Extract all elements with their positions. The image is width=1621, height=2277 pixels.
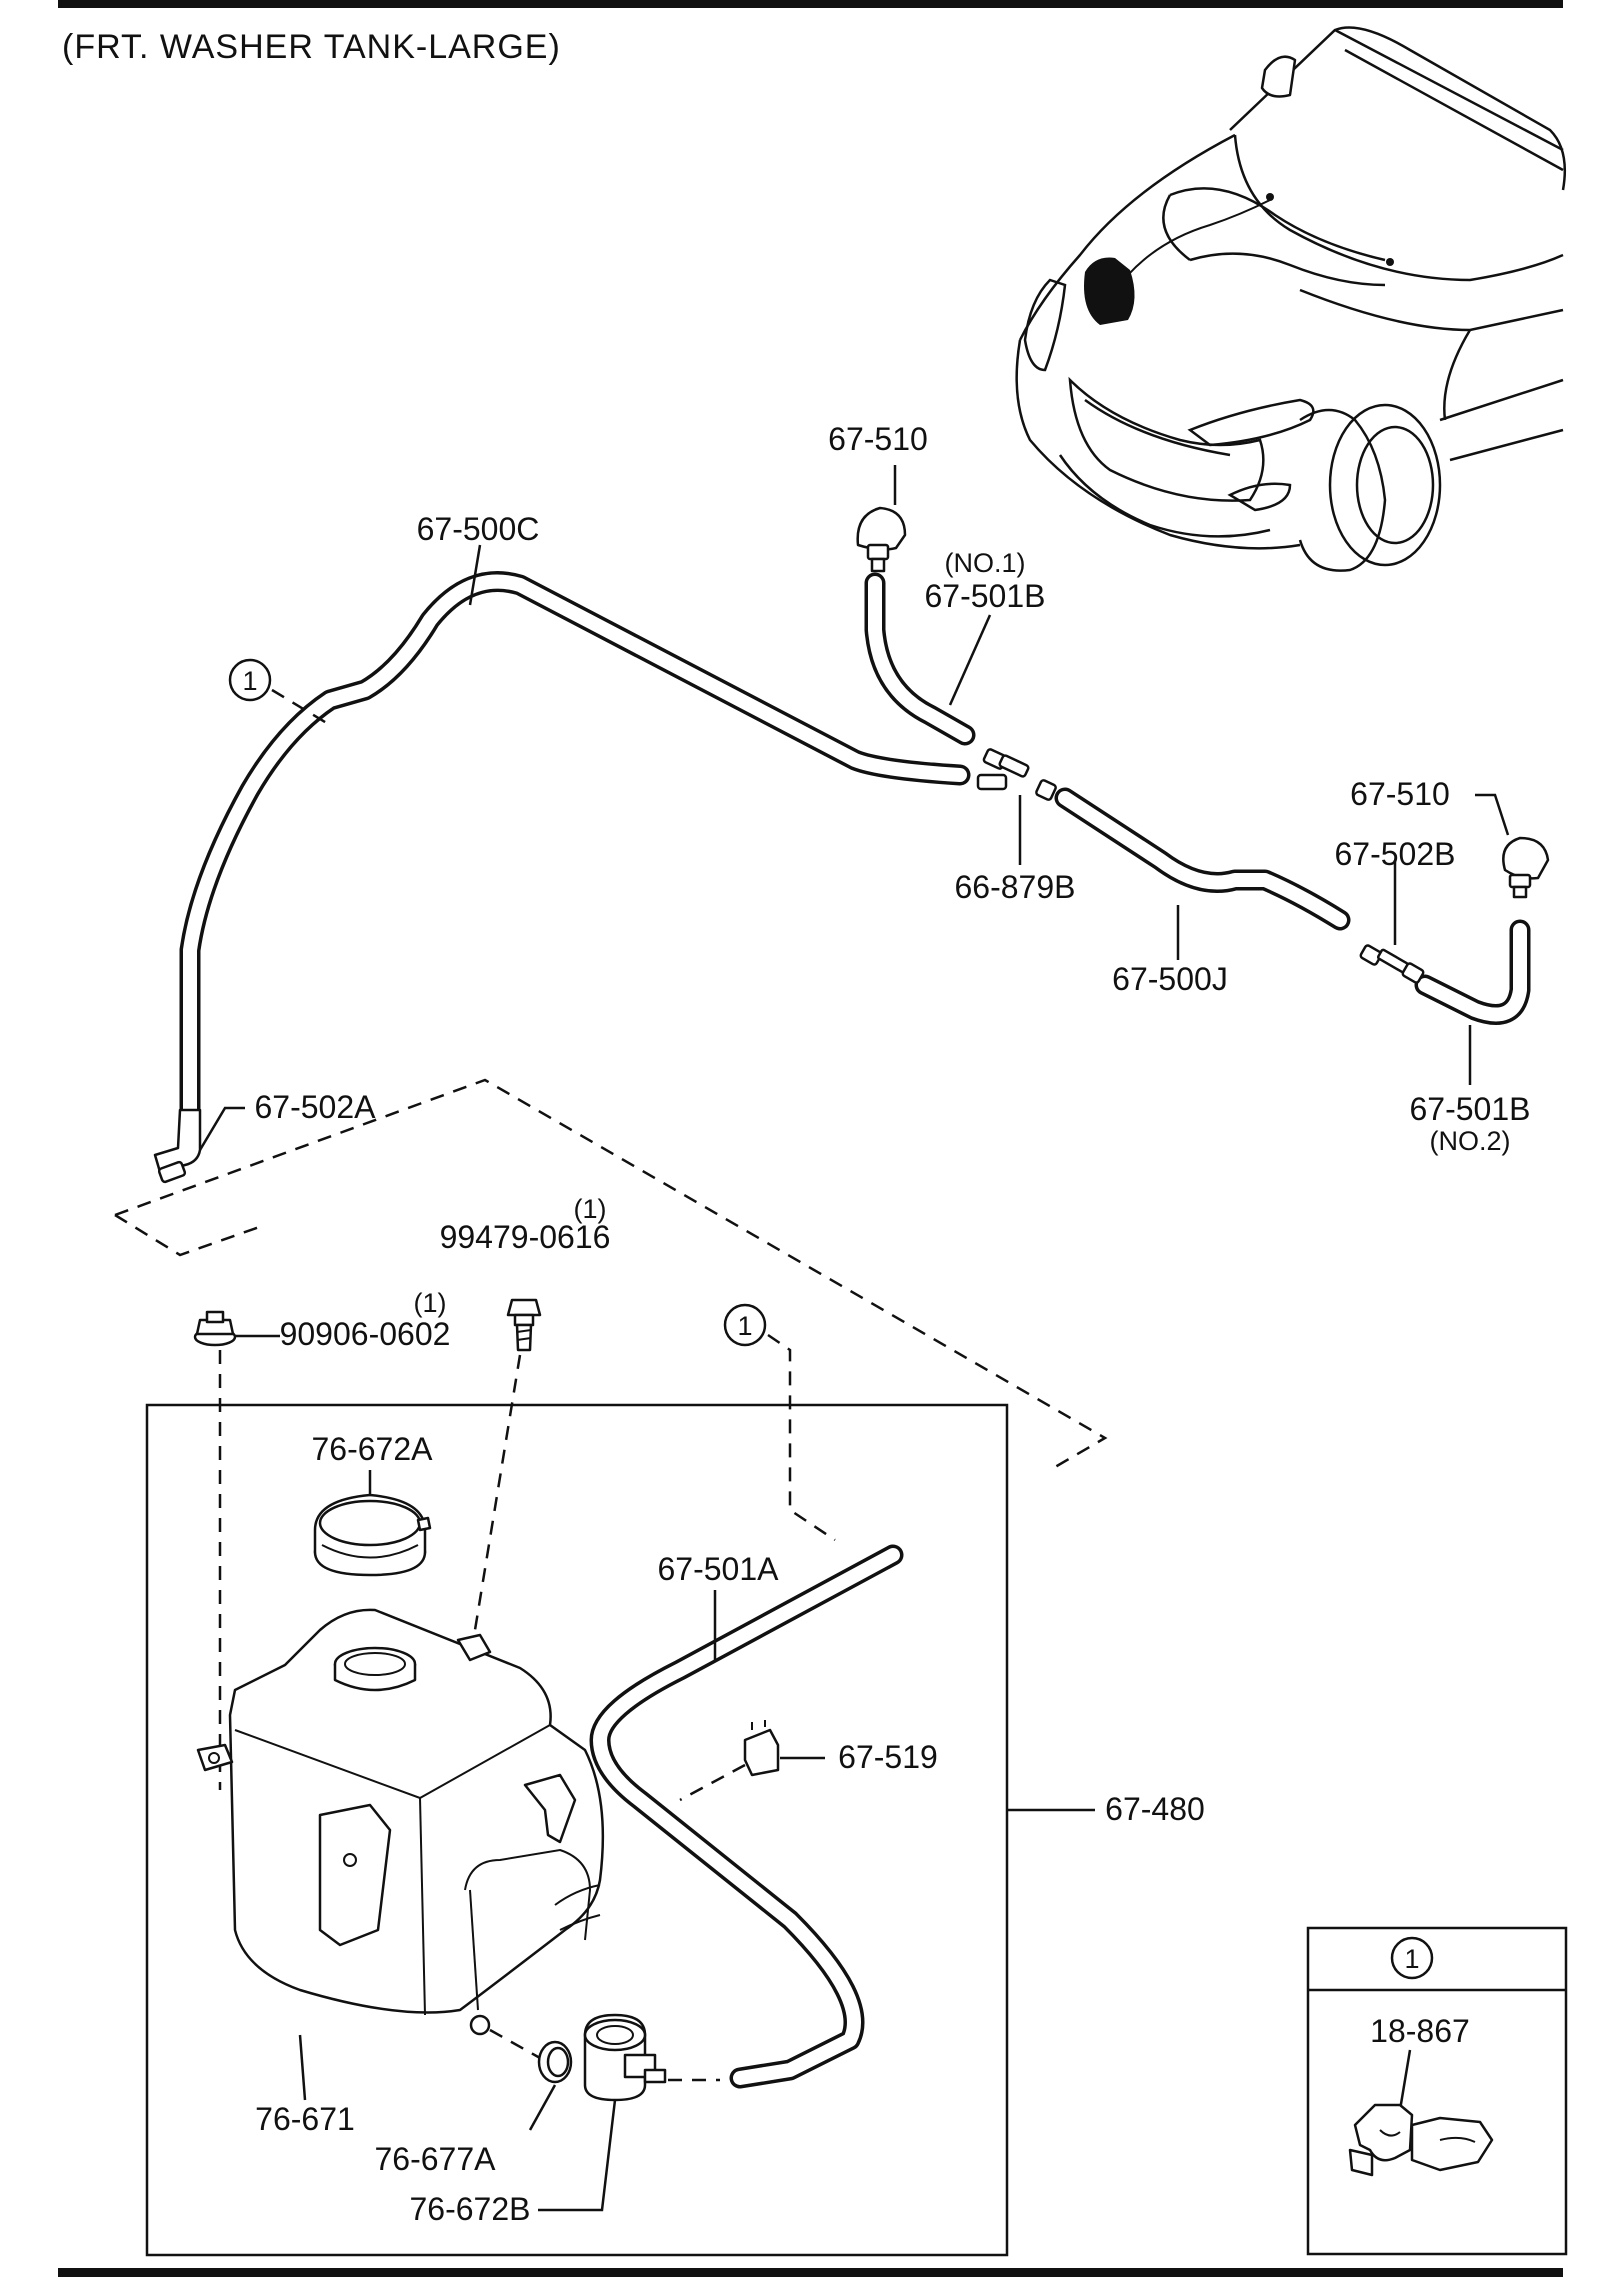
hose-clip-legend-icon <box>1348 2103 1494 2177</box>
label-76-677A: 76-677A <box>375 2141 497 2177</box>
label-no2: (NO.2) <box>1430 1126 1511 1156</box>
callout-1-upper: 1 <box>228 658 331 727</box>
washer-tank-icon <box>196 1608 605 2036</box>
tank-cap-icon <box>313 1470 432 1577</box>
joint-straight-icon <box>1359 944 1425 984</box>
hose-67-501B-no2 <box>1414 919 1531 1025</box>
label-18-867: 18-867 <box>1370 2013 1470 2049</box>
grommet-icon <box>489 2028 573 2084</box>
label-67-502B: 67-502B <box>1335 836 1456 872</box>
page-title: (FRT. WASHER TANK-LARGE) <box>62 28 561 66</box>
svg-text:1: 1 <box>737 1311 752 1341</box>
dashed-envelope <box>114 1078 1108 1472</box>
label-76-672A: 76-672A <box>312 1431 434 1467</box>
label-99479-0616: 99479-0616 <box>440 1219 611 1255</box>
label-66-879B: 66-879B <box>955 869 1076 905</box>
joint-tee-icon <box>976 748 1057 801</box>
hose-67-501B-no1 <box>864 572 976 746</box>
highlighted-tank <box>1084 257 1135 325</box>
label-nut-qty: (1) <box>414 1288 447 1318</box>
label-67-500J: 67-500J <box>1112 961 1228 997</box>
label-67-502A: 67-502A <box>255 1089 377 1125</box>
top-border <box>58 0 1563 8</box>
hose-clip-icon <box>679 1720 825 1802</box>
label-90906-0602: 90906-0602 <box>280 1316 451 1352</box>
label-67-519: 67-519 <box>838 1739 938 1775</box>
label-67-501B-no2: 67-501B <box>1410 1091 1531 1127</box>
nut-icon <box>193 1310 280 1790</box>
label-67-510-right: 67-510 <box>1350 776 1450 812</box>
joint-elbow-icon <box>153 1108 202 1184</box>
label-67-501B-no1: 67-501B <box>925 578 1046 614</box>
label-no1: (NO.1) <box>945 548 1026 578</box>
svg-text:1: 1 <box>242 666 257 696</box>
legend-box: 1 <box>1306 1926 1568 2256</box>
label-76-672B: 76-672B <box>410 2191 531 2227</box>
label-bolt-qty: (1) <box>574 1194 607 1224</box>
hose-67-500J <box>1054 787 1351 931</box>
svg-text:1: 1 <box>1404 1944 1419 1974</box>
washer-nozzle-icon <box>856 506 907 573</box>
car-illustration <box>1015 26 1567 572</box>
pump-motor-icon <box>583 2013 720 2102</box>
label-76-671: 76-671 <box>255 2101 355 2137</box>
washer-nozzle-icon-right <box>1502 836 1550 899</box>
label-67-510-top: 67-510 <box>828 421 928 457</box>
assembly-box <box>145 1403 1009 2257</box>
label-67-501A: 67-501A <box>658 1551 780 1587</box>
bottom-border <box>58 2268 1563 2277</box>
bolt-icon <box>473 1298 542 1631</box>
hose-67-500C <box>179 571 971 1121</box>
hose-67-501A <box>589 1544 904 2089</box>
label-67-500C: 67-500C <box>417 511 540 547</box>
label-67-480: 67-480 <box>1105 1791 1205 1827</box>
callout-1-lower: 1 <box>723 1303 836 1542</box>
